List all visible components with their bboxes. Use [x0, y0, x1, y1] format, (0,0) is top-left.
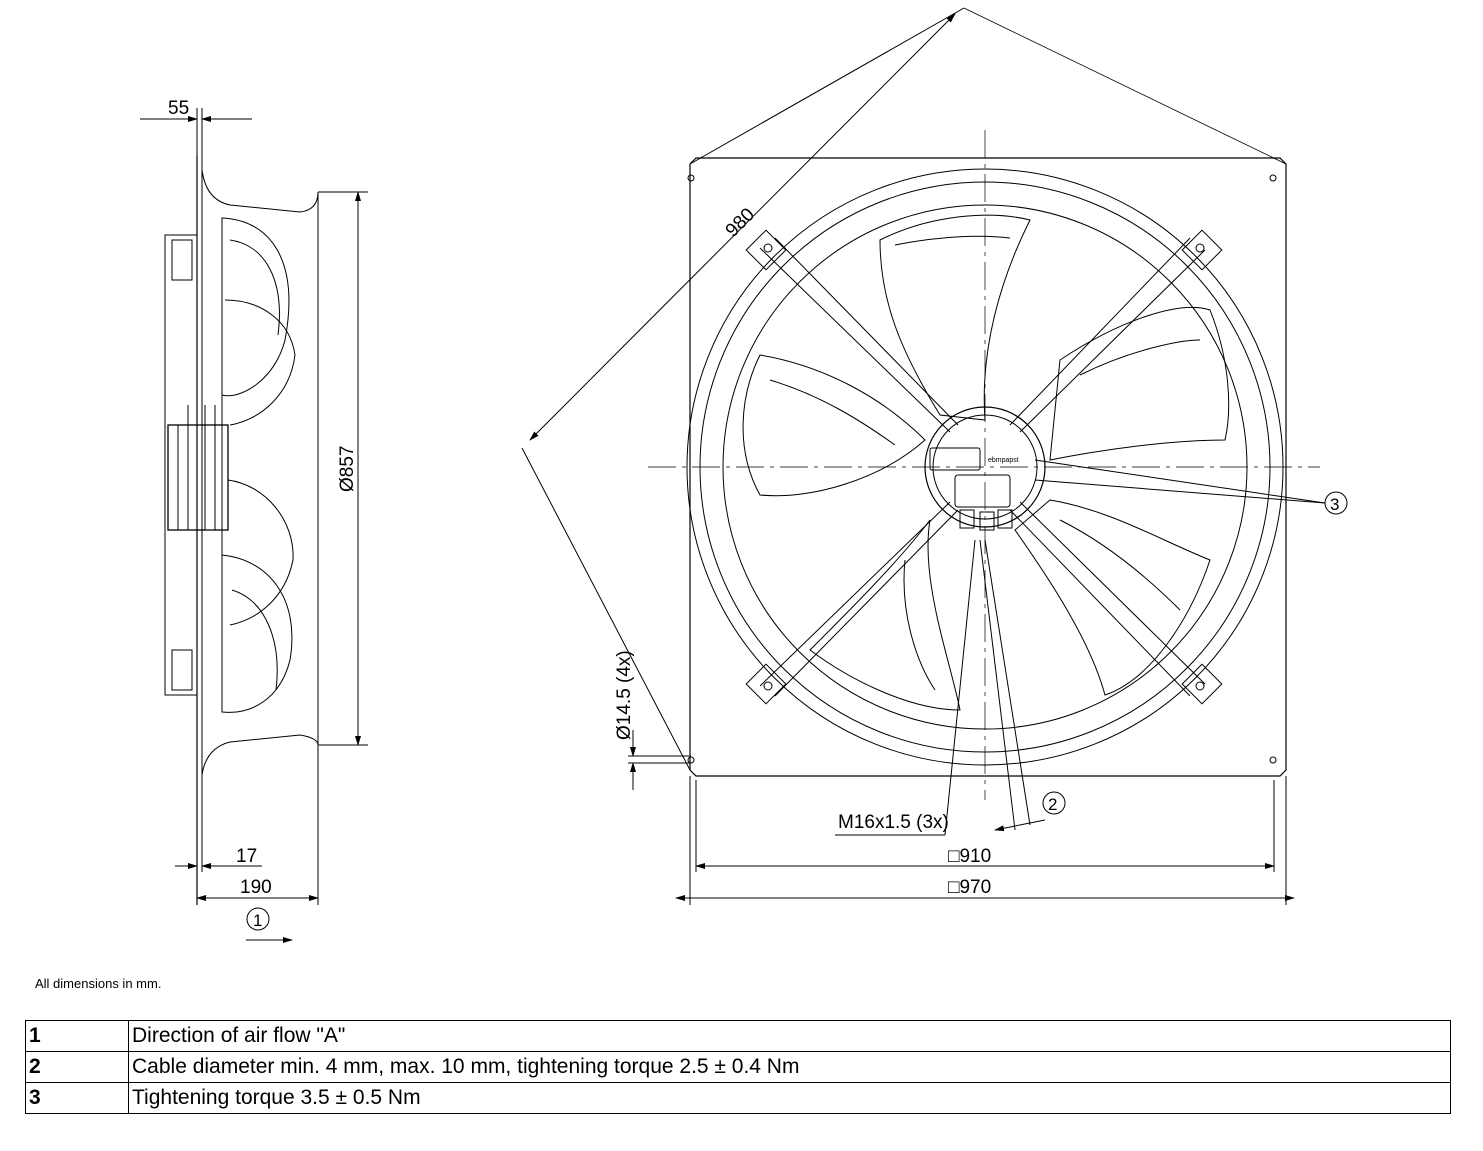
dim-190: 190 — [240, 877, 272, 898]
hub-brand-label: ebmpapst — [988, 457, 1019, 464]
dim-55: 55 — [168, 98, 189, 119]
legend-row: 3 Tightening torque 3.5 ± 0.5 Nm — [25, 1082, 1451, 1114]
callout-3: 3 — [1330, 495, 1339, 514]
callout-2: 2 — [1048, 795, 1057, 814]
dim-diameter-857: Ø857 — [337, 446, 358, 492]
legend-row: 2 Cable diameter min. 4 mm, max. 10 mm, … — [25, 1051, 1451, 1083]
legend-number: 2 — [25, 1051, 129, 1083]
units-note: All dimensions in mm. — [35, 976, 162, 991]
legend-text: Direction of air flow "A" — [128, 1020, 1451, 1052]
dim-diagonal-980: 980 — [722, 204, 759, 241]
side-view — [164, 156, 345, 905]
dim-outer-square-970: □970 — [948, 877, 991, 898]
dim-thread-m16: M16x1.5 (3x) — [838, 812, 949, 833]
side-view-dimensions — [140, 108, 368, 943]
legend-text: Tightening torque 3.5 ± 0.5 Nm — [128, 1082, 1451, 1114]
airflow-callout-1: 1 — [253, 911, 262, 930]
legend-text: Cable diameter min. 4 mm, max. 10 mm, ti… — [128, 1051, 1451, 1083]
legend-table: 1 Direction of air flow "A" 2 Cable diam… — [25, 1020, 1451, 1114]
dim-hole-diameter: Ø14.5 (4x) — [614, 650, 635, 740]
legend-number: 1 — [25, 1020, 129, 1052]
front-view-dimensions — [521, 7, 1348, 905]
dim-inner-square-910: □910 — [948, 846, 991, 867]
dim-17: 17 — [236, 846, 257, 867]
front-view — [648, 130, 1320, 800]
legend-number: 3 — [25, 1082, 129, 1114]
legend-row: 1 Direction of air flow "A" — [25, 1020, 1451, 1052]
